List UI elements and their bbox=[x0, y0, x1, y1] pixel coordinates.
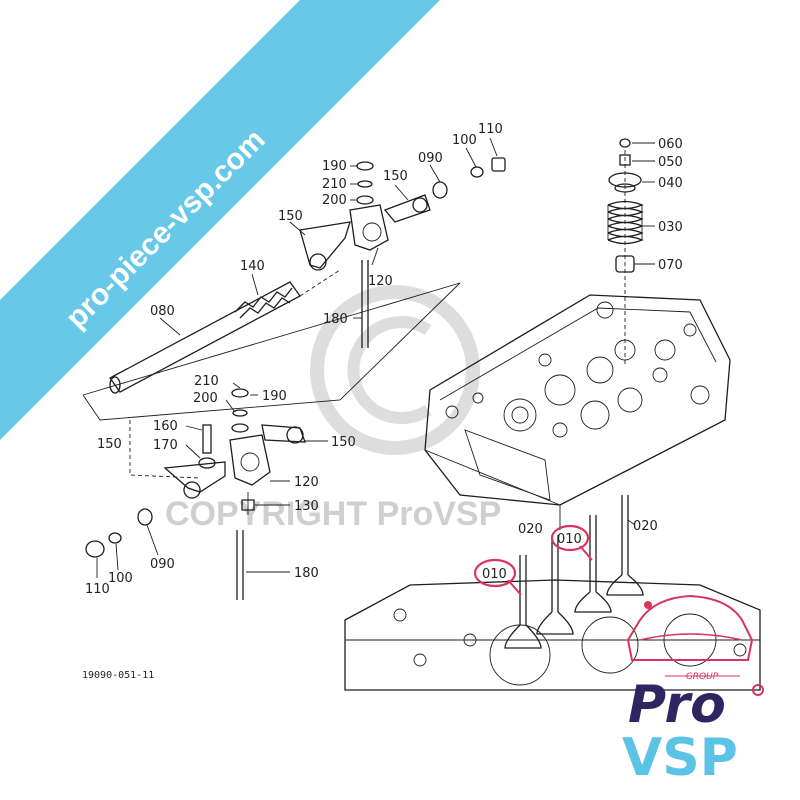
website-banner: pro-piece-vsp.com bbox=[0, 0, 440, 440]
frame-outline bbox=[82, 282, 461, 421]
frame-line bbox=[82, 282, 461, 396]
label-030: 030 bbox=[658, 220, 683, 235]
car-outline-icon bbox=[626, 594, 754, 661]
label-150-upper-left: 150 bbox=[278, 209, 303, 224]
label-080: 080 bbox=[150, 304, 175, 319]
label-040: 040 bbox=[658, 176, 683, 191]
label-160: 160 bbox=[153, 419, 178, 434]
label-140: 140 bbox=[240, 259, 265, 274]
highlight-ring-left bbox=[473, 558, 517, 588]
label-090-upper: 090 bbox=[418, 151, 443, 166]
copyright-watermark: COPYRIGHT ProVSP bbox=[165, 285, 501, 533]
valve-spring-assembly bbox=[607, 138, 644, 365]
provsp-logo: GROUP Pro VSP bbox=[622, 594, 764, 788]
label-200-upper: 200 bbox=[322, 193, 347, 208]
logo-vsp-text: VSP bbox=[622, 728, 738, 788]
upper-rocker-assembly bbox=[299, 157, 506, 348]
drawing-code: 19090-051-11 bbox=[82, 670, 154, 681]
rocker-shaft bbox=[109, 269, 341, 394]
label-010-right: 010 bbox=[557, 532, 582, 547]
label-210-lower: 210 bbox=[194, 374, 219, 389]
label-020-right: 020 bbox=[633, 519, 658, 534]
label-110-lower: 110 bbox=[85, 582, 110, 597]
label-110-upper: 110 bbox=[478, 122, 503, 137]
label-170: 170 bbox=[153, 438, 178, 453]
logo-group-text: GROUP bbox=[686, 672, 719, 682]
label-210-upper: 210 bbox=[322, 177, 347, 192]
label-020-left: 020 bbox=[518, 522, 543, 537]
label-060: 060 bbox=[658, 137, 683, 152]
label-100-lower: 100 bbox=[108, 571, 133, 586]
label-150-lower-right: 150 bbox=[331, 435, 356, 450]
label-100-upper: 100 bbox=[452, 133, 477, 148]
watermark-text: COPYRIGHT ProVSP bbox=[165, 495, 501, 533]
label-190-lower: 190 bbox=[262, 389, 287, 404]
label-150-upper-right: 150 bbox=[383, 169, 408, 184]
valve-highlights bbox=[473, 524, 593, 596]
leader-lines bbox=[96, 137, 655, 578]
label-090-lower: 090 bbox=[150, 557, 175, 572]
lower-rocker-assembly bbox=[85, 388, 306, 600]
highlight-ring-right bbox=[550, 524, 590, 552]
label-180-lower: 180 bbox=[294, 566, 319, 581]
valves bbox=[504, 495, 644, 649]
logo-pro-text: Pro bbox=[628, 675, 726, 735]
label-150-lower-left: 150 bbox=[97, 437, 122, 452]
label-050: 050 bbox=[658, 155, 683, 170]
label-180-upper: 180 bbox=[323, 312, 348, 327]
cylinder-head bbox=[424, 294, 731, 530]
label-070: 070 bbox=[658, 258, 683, 273]
label-130: 130 bbox=[294, 499, 319, 514]
part-labels: 190 210 200 150 090 100 110 150 140 120 … bbox=[82, 122, 683, 681]
label-200-lower: 200 bbox=[193, 391, 218, 406]
label-120-upper: 120 bbox=[368, 274, 393, 289]
label-120-lower: 120 bbox=[294, 475, 319, 490]
label-010-left: 010 bbox=[482, 567, 507, 582]
label-190-upper: 190 bbox=[322, 159, 347, 174]
